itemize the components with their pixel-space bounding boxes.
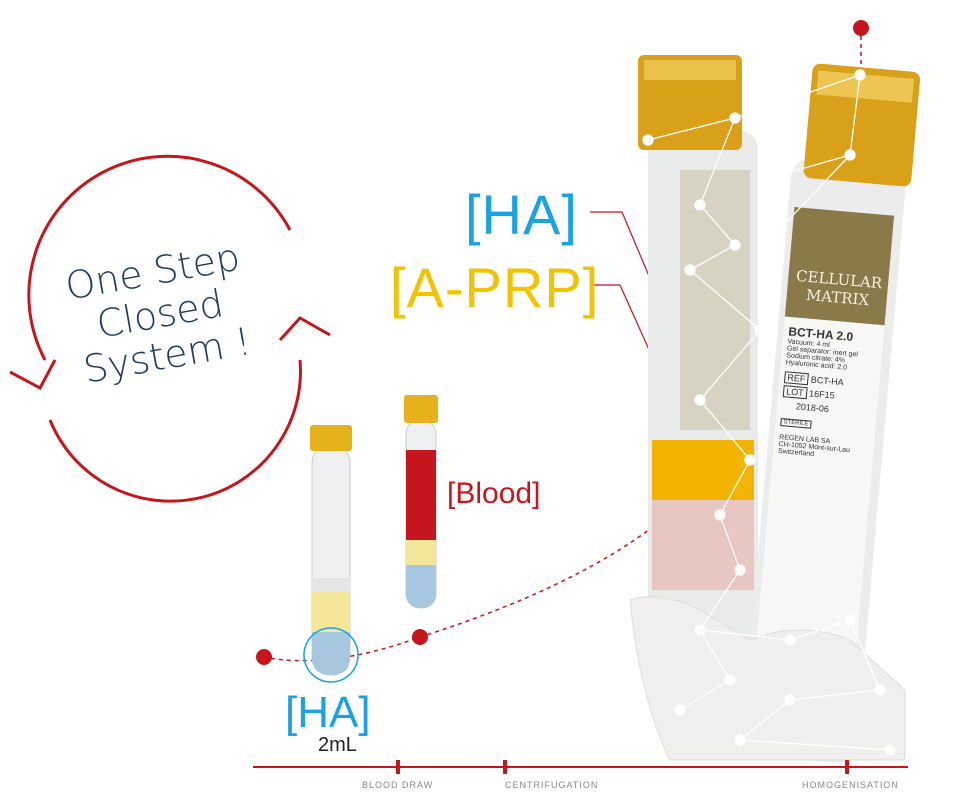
cycle-arrows-icon — [9, 154, 331, 503]
lot-value: 16F15 — [808, 388, 836, 401]
timeline — [253, 760, 908, 774]
label-volume: 2mL — [318, 734, 357, 756]
label-ha-top: [HA] — [465, 183, 578, 246]
lot-label: LOT — [782, 385, 808, 400]
ref-label: REF — [783, 371, 809, 386]
ref-value: BCT-HA — [810, 374, 845, 388]
dot-left — [256, 649, 272, 665]
highlight-ring — [303, 627, 359, 683]
label-ha-bottom: [HA] — [285, 688, 371, 737]
tube-label: CELLULAR MATRIX BCT-HA 2.0 Vacuum: 4 ml … — [774, 226, 894, 463]
label-blood: [Blood] — [447, 477, 541, 510]
timeline-step-2: CENTRIFUGATION — [505, 780, 599, 790]
sterile-mark: STERILE — [780, 418, 812, 429]
timeline-step-1: BLOOD DRAW — [362, 780, 434, 790]
dot-mid — [412, 629, 428, 645]
ha-tube — [303, 425, 359, 683]
network-overlay — [642, 69, 896, 756]
timeline-step-3: HOMOGENISATION — [802, 780, 899, 790]
blood-tube — [404, 395, 438, 609]
product-tubes — [629, 55, 921, 763]
label-aprp: [A-PRP] — [390, 256, 600, 319]
dashed-connector — [262, 499, 686, 662]
